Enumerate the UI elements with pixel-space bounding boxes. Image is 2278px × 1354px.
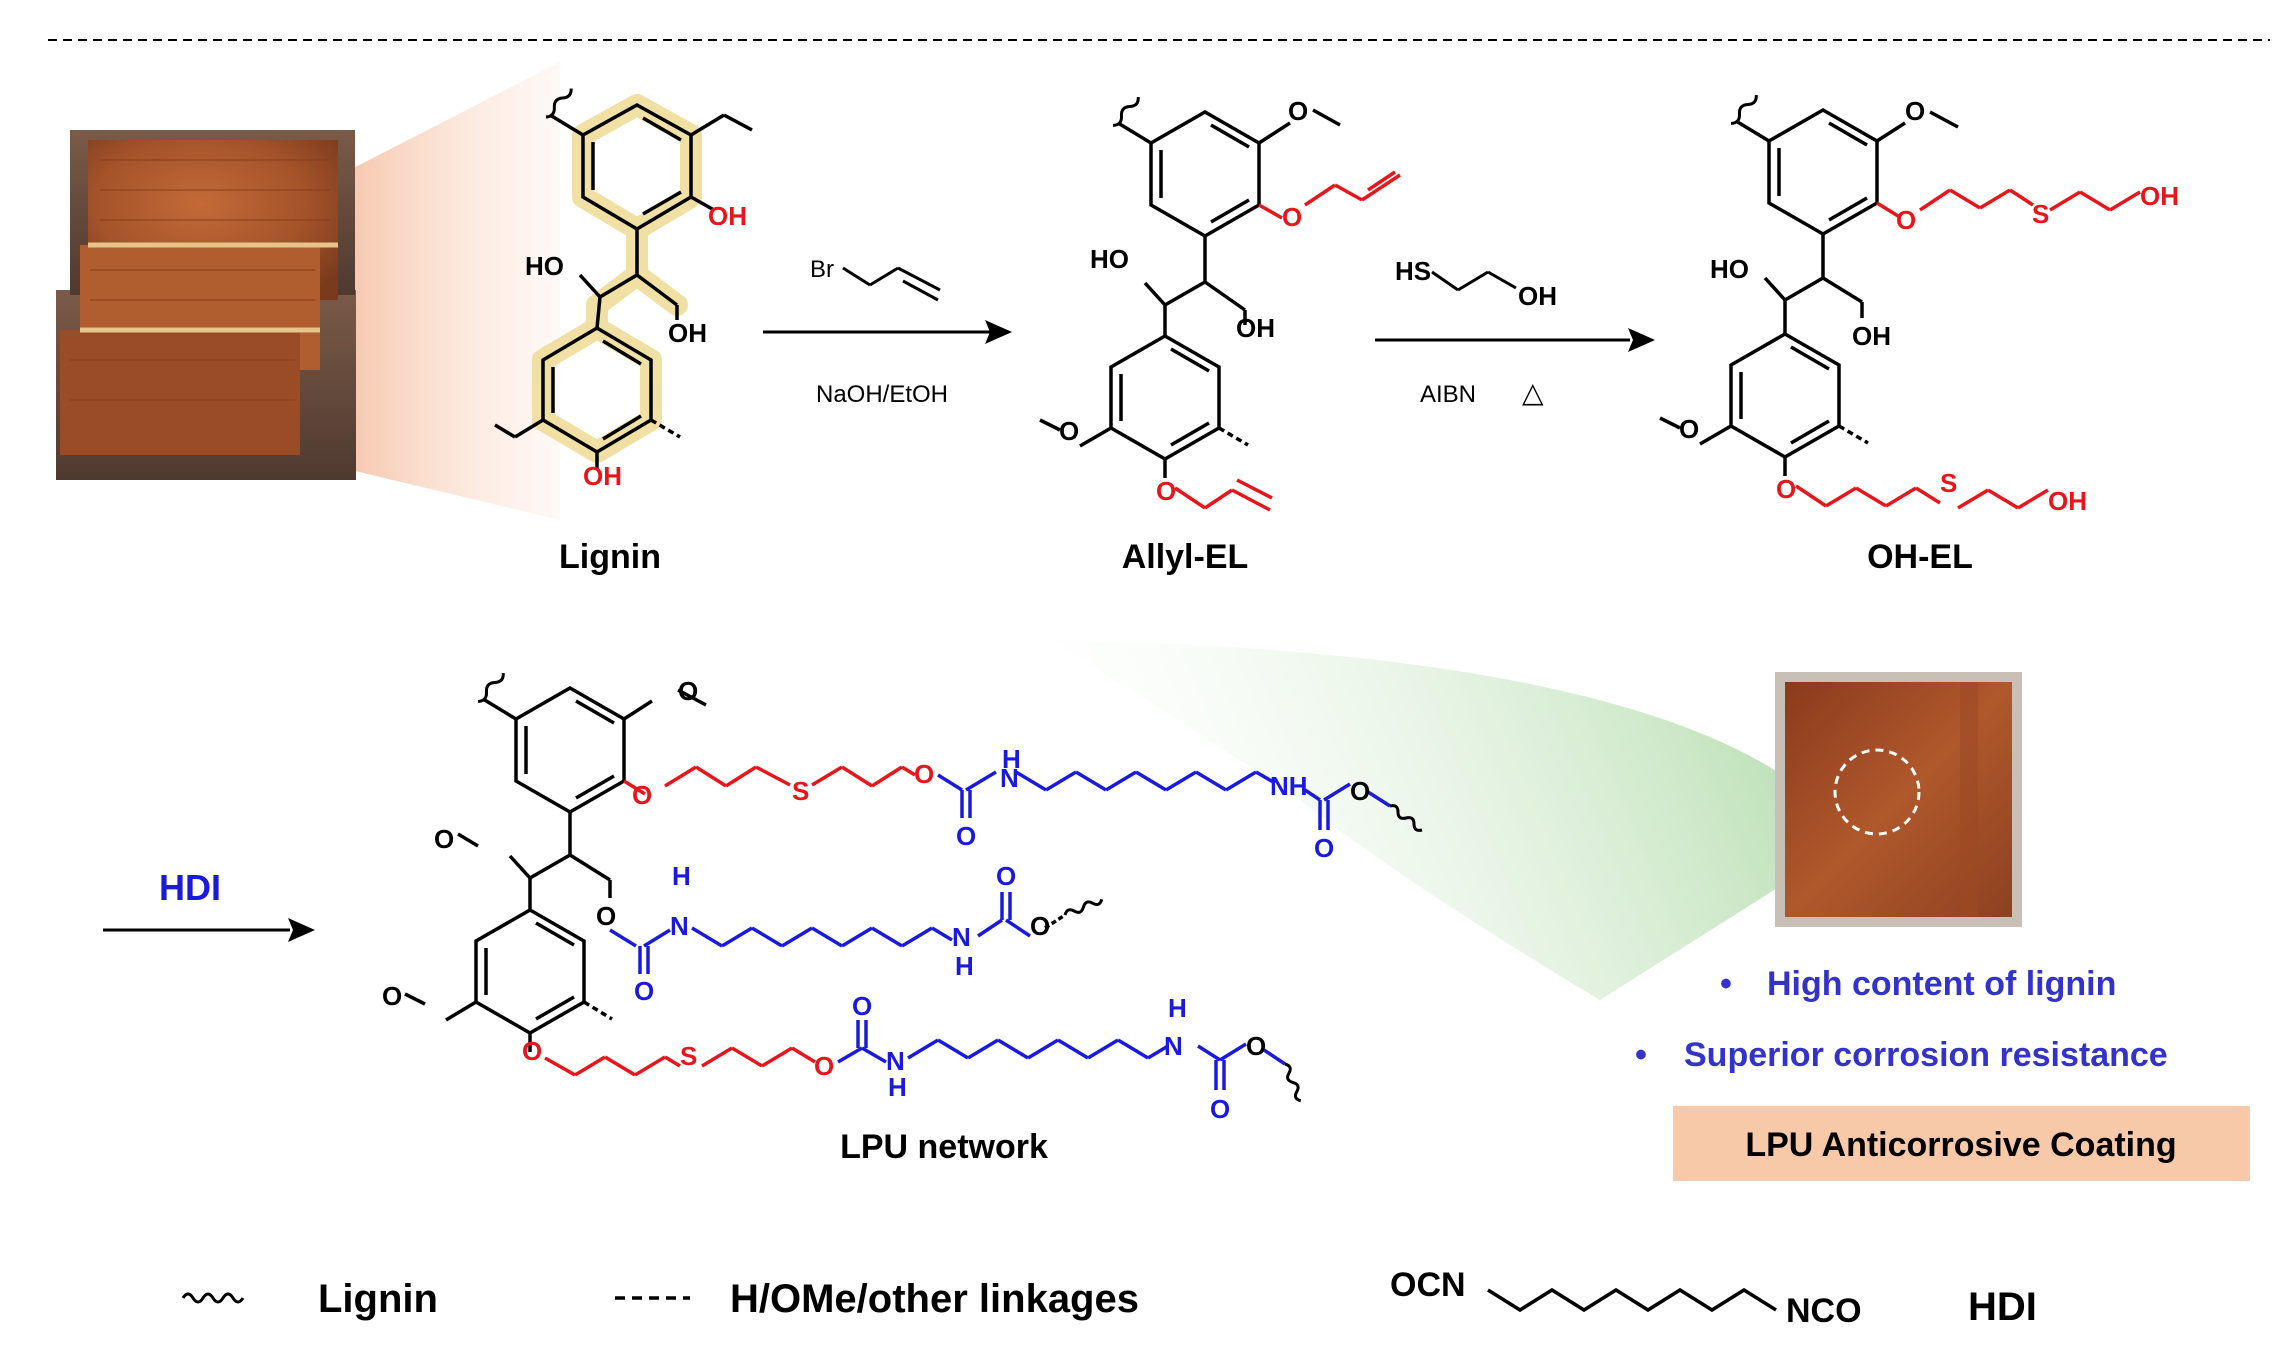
arrow-step-2	[1375, 270, 1655, 352]
allyl-o-bottom: O	[1156, 476, 1176, 506]
legend-hdi-chain	[1487, 1287, 1777, 1313]
reagent-aibn: AIBN	[1420, 381, 1476, 408]
legend-lignin-label: Lignin	[318, 1277, 438, 1321]
legend-linkages-label: H/OMe/other linkages	[730, 1277, 1139, 1321]
lpu-o-top-right: O	[1350, 776, 1370, 806]
reagent-naoh-etoh: NaOH/EtOH	[816, 381, 948, 408]
allyl-ho: HO	[1090, 244, 1129, 274]
allyl-el-structure	[1039, 96, 1401, 512]
feature-corrosion-resistance: Superior corrosion resistance	[1684, 1036, 2168, 1074]
ohel-o-top: O	[1896, 205, 1916, 235]
arrow-step-3	[103, 918, 315, 942]
lpu-carbonyl-o-bottom: O	[852, 991, 872, 1021]
lignin-oh-top: OH	[708, 201, 747, 231]
lpu-o-bottom: O	[522, 1036, 542, 1066]
lpu-n-top: N	[1000, 763, 1019, 793]
reagent-heat: △	[1522, 377, 1544, 408]
compound-label-oh-el: OH-EL	[1867, 538, 1973, 576]
lpu-o-ether: O	[434, 824, 454, 854]
ohel-o-methoxy-top: O	[1905, 96, 1925, 126]
reagent-oh: OH	[1518, 281, 1557, 311]
compound-label-lignin: Lignin	[559, 538, 661, 576]
lpu-h-mid: H	[672, 861, 691, 891]
oh-el-structure	[1659, 94, 2141, 510]
ohel-s-bottom: S	[1940, 468, 1957, 498]
lpu-h-bottom-right: H	[1168, 993, 1187, 1023]
reagent-br: Br	[810, 256, 834, 283]
coating-title: LPU Anticorrosive Coating	[1745, 1126, 2176, 1164]
ohel-o-methoxy-bottom: O	[1679, 414, 1699, 444]
ohel-o-bottom: O	[1776, 474, 1796, 504]
wood-image	[56, 62, 560, 520]
feature-bullet-2: •	[1635, 1036, 1647, 1074]
legend	[181, 1287, 1777, 1313]
compound-label-lpu: LPU network	[840, 1128, 1048, 1166]
lignin-oh-bottom: OH	[583, 461, 622, 491]
lpu-h-bottom: H	[888, 1072, 907, 1102]
lpu-carbonyl-o-mid: O	[634, 976, 654, 1006]
lignin-oh-ch2: OH	[668, 318, 707, 348]
ohel-s-top: S	[2032, 199, 2049, 229]
lpu-network-structure	[404, 672, 1423, 1103]
lpu-o-urethane-bottom: O	[814, 1051, 834, 1081]
lpu-o-bottom-right: O	[1246, 1031, 1266, 1061]
allyl-o-methoxy-top: O	[1288, 96, 1308, 126]
lpu-nh-bottom-right: N	[1164, 1031, 1183, 1061]
lpu-o-mid-right: O	[1030, 911, 1050, 941]
lpu-n-bottom: N	[886, 1046, 905, 1076]
reagent-hs: HS	[1395, 256, 1431, 286]
allyl-o-top: O	[1282, 202, 1302, 232]
lpu-s-bottom: S	[680, 1041, 697, 1071]
lpu-carbonyl-o-mid-right: O	[996, 861, 1016, 891]
legend-wavy-symbol	[181, 1292, 245, 1304]
lpu-carbonyl-o-top: O	[956, 821, 976, 851]
lpu-o-mid: O	[596, 901, 616, 931]
lpu-carbonyl-o-top-right: O	[1314, 833, 1334, 863]
lpu-o-urethane-top: O	[914, 759, 934, 789]
lignin-structure	[494, 88, 753, 470]
highlight-glow	[1050, 640, 1790, 1000]
lpu-o-methoxy-top: O	[678, 676, 698, 706]
lpu-h-mid-right: H	[955, 951, 974, 981]
allyl-o-methoxy-bottom: O	[1059, 416, 1079, 446]
allyl-oh: OH	[1236, 313, 1275, 343]
lpu-nh-top: NH	[1270, 771, 1308, 801]
legend-ocn: OCN	[1390, 1266, 1466, 1304]
legend-nco: NCO	[1786, 1292, 1862, 1330]
arrow-step-1	[763, 266, 1012, 344]
lpu-carbonyl-o-bottom-right: O	[1210, 1094, 1230, 1124]
lpu-o-methoxy-bottom: O	[382, 981, 402, 1011]
ohel-oh: OH	[1852, 321, 1891, 351]
ohel-ho: HO	[1710, 254, 1749, 284]
compound-label-allyl-el: Allyl-EL	[1122, 538, 1249, 576]
feature-bullet-1: •	[1720, 965, 1732, 1003]
ohel-oh-top: OH	[2140, 181, 2179, 211]
lpu-h-top: H	[1002, 744, 1021, 774]
lignin-ho: HO	[525, 251, 564, 281]
lpu-s-top: S	[792, 776, 809, 806]
coating-photo	[1775, 672, 2022, 927]
ohel-oh-bottom: OH	[2048, 486, 2087, 516]
lpu-n-mid-right: N	[952, 922, 971, 952]
legend-hdi-label: HDI	[1968, 1285, 2037, 1329]
reagent-hdi: HDI	[159, 867, 221, 908]
lpu-o-top: O	[632, 780, 652, 810]
coating-title-box	[1673, 1106, 2250, 1181]
feature-high-content: High content of lignin	[1767, 965, 2116, 1003]
lpu-n-mid: N	[670, 911, 689, 941]
